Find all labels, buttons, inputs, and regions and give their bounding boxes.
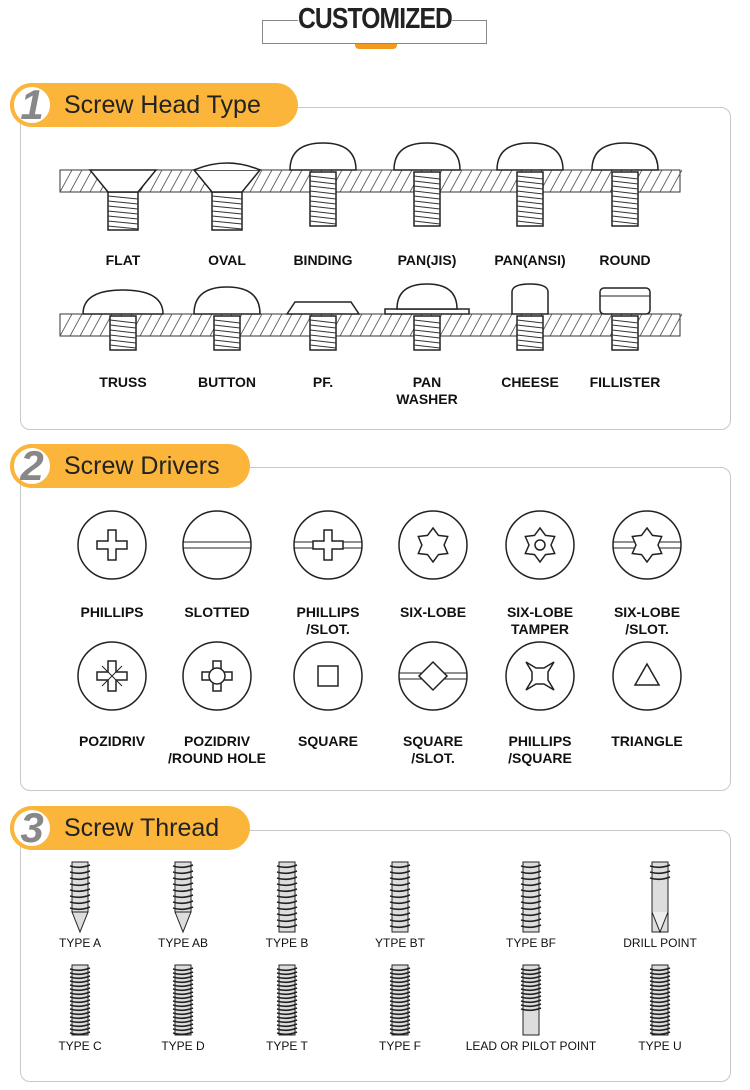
screw-head-oval-icon [192,162,262,231]
driver-square-icon [293,641,363,711]
screw-head-pan-washer-icon [384,283,470,351]
driver-label: PHILLIPS [80,604,144,620]
thread-type-t-icon [276,964,298,1036]
screw-head-cheese-icon [511,283,549,351]
section-title: Screw Head Type [64,90,261,119]
header-line-left [262,20,298,21]
thread-label: TYPE C [58,1039,102,1053]
screw-head-button-icon [193,286,261,351]
thread-label: DRILL POINT [623,936,697,950]
thread-label: TYPE A [58,936,102,950]
screw-head-pan-ansi--icon [496,142,564,227]
thread-label: TYPE B [265,936,309,950]
head-type-label: FILLISTER [589,374,661,390]
driver-label: POZIDRIV [78,733,146,749]
section-3-heading: 3 Screw Thread [10,804,250,851]
driver-label: TRIANGLE [611,733,683,749]
thread-ytpe-bt-icon [389,861,411,933]
driver-phillips-square-icon [505,641,575,711]
header-frame [262,20,487,44]
driver-label: POZIDRIV /ROUND HOLE [168,733,266,766]
head-type-label: TRUSS [99,374,147,390]
driver-pozidriv-round-hole-icon [182,641,252,711]
head-type-label: BUTTON [197,374,257,390]
driver-slotted-icon [182,510,252,580]
head-type-label: PF. [312,374,334,390]
driver-label: SIX-LOBE /SLOT. [613,604,681,637]
section-number: 1 [10,81,54,128]
thread-type-bf-icon [520,861,542,933]
header-accent [355,44,397,49]
head-type-label: BINDING [293,252,353,268]
thread-label: YTPE BT [374,936,425,950]
thread-label: TYPE U [638,1039,682,1053]
head-type-label: PAN WASHER [396,374,458,407]
thread-type-f-icon [389,964,411,1036]
driver-label: PHILLIPS /SLOT. [296,604,360,637]
screw-head-binding-icon [289,142,357,227]
thread-label: TYPE T [266,1039,308,1053]
thread-lead-or-pilot-point-icon [520,964,542,1036]
driver-label: PHILLIPS /SQUARE [508,733,572,766]
section-drivers [20,467,731,791]
thread-label: TYPE BF [505,936,556,950]
screw-head-pan-jis--icon [393,142,461,227]
page-title: CUSTOMIZED [297,3,453,35]
thread-type-u-icon [649,964,671,1036]
driver-phillips-icon [77,510,147,580]
driver-triangle-icon [612,641,682,711]
driver-label: SQUARE [298,733,358,749]
driver-pozidriv-icon [77,641,147,711]
driver-square-slot-icon [398,641,468,711]
section-thread [20,830,731,1082]
header-line-right [452,20,487,21]
section-title: Screw Thread [64,813,220,842]
driver-six-lobe-slot-icon [612,510,682,580]
plate-hatch [59,313,683,337]
thread-type-b-icon [276,861,298,933]
screw-head-pf--icon [285,301,361,351]
screw-head-flat-icon [88,169,158,231]
section-head-type [20,107,731,430]
thread-type-d-icon [172,964,194,1036]
thread-label: TYPE D [161,1039,205,1053]
driver-label: SQUARE /SLOT. [403,733,463,766]
driver-label: SIX-LOBE [399,604,467,620]
section-number: 3 [10,804,54,851]
section-title: Screw Drivers [64,451,220,480]
driver-label: SLOTTED [184,604,250,620]
screw-head-truss-icon [82,289,164,351]
driver-label: SIX-LOBE TAMPER [506,604,574,637]
head-type-label: CHEESE [501,374,559,390]
thread-drill-point-icon [649,861,671,934]
driver-six-lobe-icon [398,510,468,580]
section-1-heading: 1 Screw Head Type [10,81,298,128]
section-number: 2 [10,442,54,489]
head-type-label: OVAL [208,252,246,268]
head-type-label: PAN(ANSI) [494,252,566,268]
thread-label: LEAD OR PILOT POINT [465,1039,597,1053]
head-type-label: PAN(JIS) [397,252,457,268]
screw-head-round-icon [591,142,659,227]
section-2-heading: 2 Screw Drivers [10,442,250,489]
thread-label: TYPE F [378,1039,421,1053]
screw-head-fillister-icon [599,287,651,351]
thread-type-a-icon [69,861,91,934]
driver-phillips-slot-icon [293,510,363,580]
driver-six-lobe-tamper-icon [505,510,575,580]
thread-label: TYPE AB [157,936,209,950]
thread-type-ab-icon [172,861,194,934]
thread-type-c-icon [69,964,91,1036]
head-type-label: FLAT [105,252,141,268]
head-type-label: ROUND [599,252,651,268]
